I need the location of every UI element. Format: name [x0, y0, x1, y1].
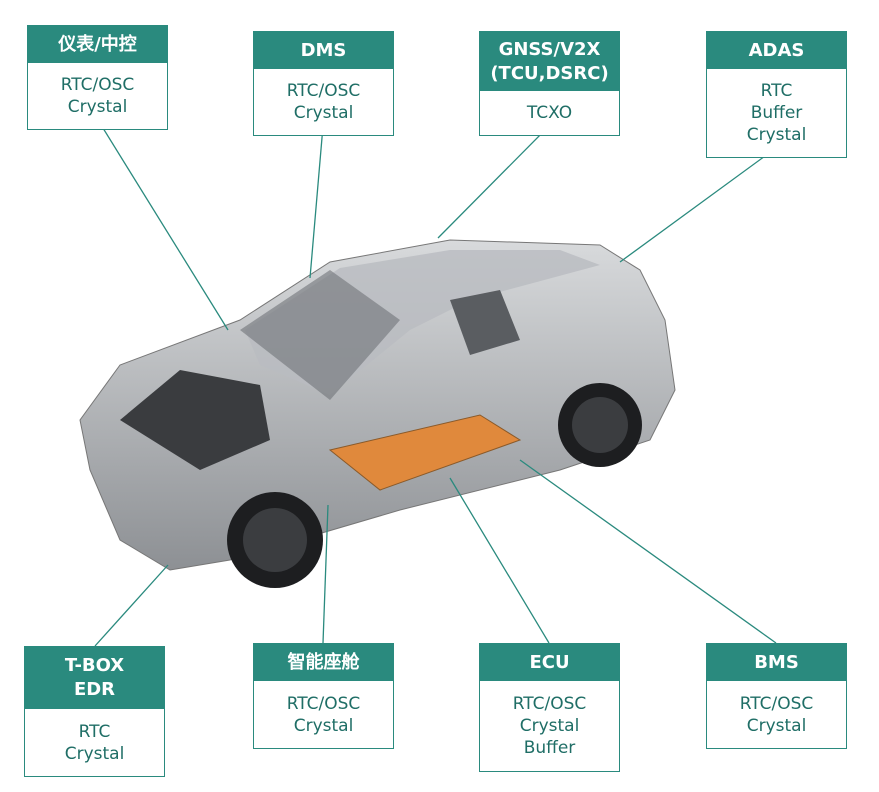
module-item: RTC/OSC [286, 693, 361, 714]
module-item: RTC [78, 721, 111, 742]
module-title: EDR [73, 679, 116, 700]
module-title: 仪表/中控 [58, 33, 137, 55]
module-title: (TCU,DSRC) [490, 62, 609, 84]
car-body [79, 239, 676, 571]
module-item: TCXO [526, 103, 573, 123]
module-item: Crystal [293, 715, 354, 736]
module-item: Buffer [750, 103, 803, 123]
rear-wheel [558, 383, 642, 467]
module-item: RTC [760, 81, 793, 101]
windshield [240, 270, 400, 400]
battery-pack [328, 414, 522, 491]
module-item: Crystal [746, 125, 807, 145]
module-title: ADAS [748, 39, 805, 61]
engine-block [120, 370, 270, 470]
module-item: RTC/OSC [739, 693, 814, 714]
module-title: DMS [300, 39, 347, 61]
module-item: RTC/OSC [512, 694, 587, 714]
module-title: GNSS/V2X [498, 38, 601, 60]
module-item: RTC/OSC [286, 81, 361, 101]
module-title: BMS [754, 651, 799, 673]
leader-lines [94, 119, 777, 647]
module-title: ECU [529, 651, 570, 673]
rear-motor [450, 290, 520, 355]
module-item: RTC/OSC [60, 75, 135, 95]
module-title: 智能座舱 [287, 651, 360, 673]
front-wheel [227, 492, 323, 588]
module-item: Buffer [523, 738, 576, 758]
module-gnss: GNSS/V2X(TCU,DSRC) TCXO [479, 31, 620, 136]
module-item: Crystal [64, 743, 125, 764]
module-item: Crystal [293, 103, 354, 123]
module-item: Crystal [67, 97, 128, 117]
module-item: Crystal [746, 715, 807, 736]
module-item: Crystal [519, 716, 580, 736]
module-title: T-BOX [64, 655, 125, 676]
